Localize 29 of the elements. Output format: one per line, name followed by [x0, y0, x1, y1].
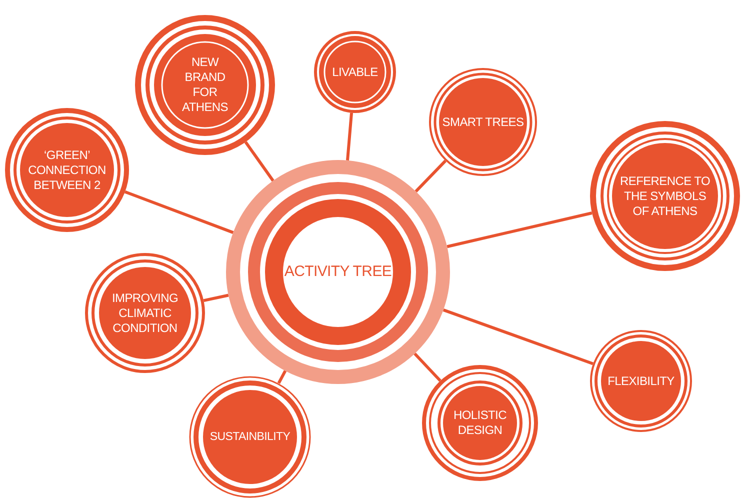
circle-node	[189, 376, 311, 498]
connector-line	[414, 160, 447, 193]
connector-line	[346, 112, 354, 161]
circle-node	[85, 253, 205, 373]
circle-node	[314, 31, 396, 113]
circle-node	[226, 160, 450, 384]
node-label: IMPROVING CLIMATIC CONDITION	[111, 290, 179, 336]
circle-node	[590, 121, 740, 271]
node-label: REFERENCE TO THE SYMBOLS OF ATHENS	[619, 174, 711, 218]
node-label: FLEXIBILITY	[606, 374, 676, 388]
connector-line	[124, 190, 234, 234]
circle-node	[422, 365, 538, 481]
circle-node	[429, 68, 537, 176]
node-label: LIVABLE	[331, 64, 379, 80]
node-label: NEW BRAND FOR ATHENS	[181, 55, 229, 115]
connector-line	[244, 141, 274, 182]
circle-node	[135, 15, 275, 155]
circle-node	[5, 108, 129, 232]
connector-line	[442, 308, 594, 366]
node-label: SMART TREES	[441, 114, 525, 130]
node-label: ‘GREEN’ CONNECTION BETWEEN 2	[27, 148, 107, 192]
connector-line	[277, 370, 287, 384]
connector-line	[446, 212, 592, 248]
connector-line	[203, 294, 229, 302]
node-label: ACTIVITY TREE	[283, 263, 393, 281]
circle-node	[590, 330, 692, 432]
node-label: HOLISTIC DESIGN	[452, 408, 508, 438]
node-label: SUSTAINBILITY	[208, 430, 292, 444]
connector-line	[414, 352, 442, 382]
